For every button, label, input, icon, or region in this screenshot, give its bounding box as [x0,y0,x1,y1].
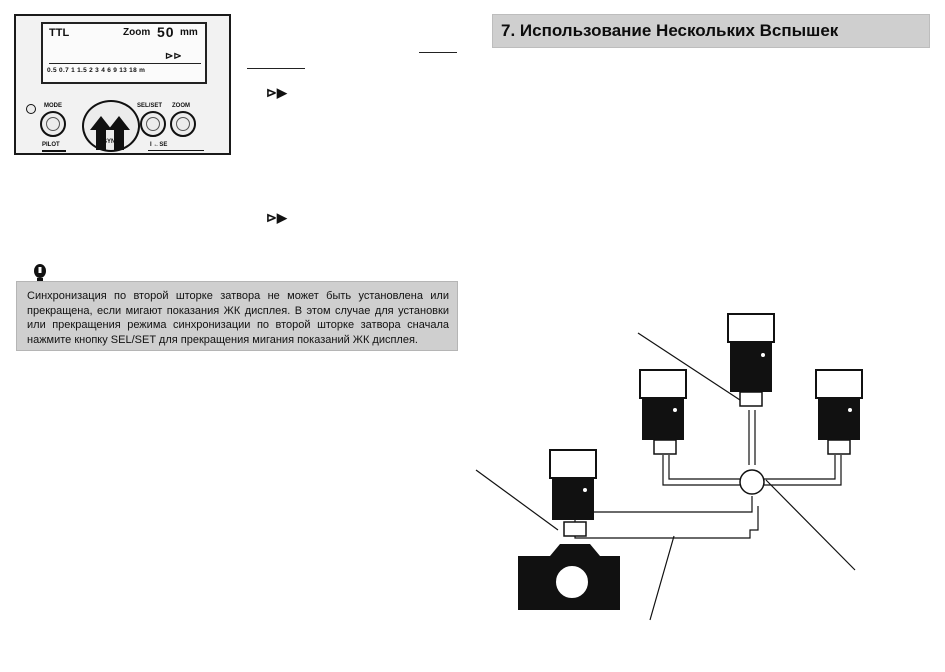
press-arrows-icon [90,116,130,150]
rear-curtain-sync-arrows-icon: ⊳⊳ [165,51,182,62]
power-switch-label: I ←SE [150,142,168,148]
leader-line [637,332,741,401]
mode-button[interactable] [40,111,66,137]
warning-text: Синхронизация по второй шторке затвора н… [27,290,449,346]
selset-button[interactable] [140,111,166,137]
leader-line [765,479,856,571]
flash-unit-icon [639,369,687,455]
lcd-mode-indicator: TTL [49,27,70,39]
sync-button-label: SYNC [103,139,120,145]
mode-button-label: MODE [44,103,62,109]
lcd-divider [49,63,201,64]
pilot-underline [42,150,66,152]
leader-line [419,52,457,53]
rear-curtain-sync-arrows-icon: ⊳▶ [266,210,287,225]
rear-curtain-sync-arrows-icon: ⊳▶ [266,85,287,100]
camera-icon [518,544,620,610]
leader-line [475,469,559,531]
lcd-zoom-label: Zoom [123,27,151,38]
sync-button-ring[interactable] [82,100,140,152]
exclamation-icon [34,264,46,282]
flash-unit-icon [549,449,597,537]
selset-button-label: SEL/SET [137,103,163,109]
section-heading-bar: 7. Использование Нескольких Вспышек [492,14,930,48]
lcd-display: TTL Zoom 50 mm ⊳⊳ 0.5 0.7 1 1.5 2 3 4 6 … [41,22,207,84]
power-switch-line [148,150,204,151]
leader-line [649,535,675,621]
pilot-lamp-icon [26,104,36,114]
multi-connector-icon [739,469,765,495]
multi-flash-diagram [475,313,863,621]
flash-unit-icon [815,369,863,455]
warning-note: Синхронизация по второй шторке затвора н… [16,281,458,351]
lcd-zoom-unit: mm [180,27,198,38]
flash-control-panel: TTL Zoom 50 mm ⊳⊳ 0.5 0.7 1 1.5 2 3 4 6 … [14,14,231,155]
pilot-button-label: PILOT [42,142,60,148]
lcd-zoom-value: 50 [157,24,175,40]
leader-line [247,68,305,69]
zoom-button[interactable] [170,111,196,137]
section-heading: 7. Использование Нескольких Вспышек [501,21,839,40]
lcd-distance-scale: 0.5 0.7 1 1.5 2 3 4 6 9 13 18 m [47,67,146,74]
zoom-button-label: ZOOM [172,103,190,109]
flash-unit-icon [727,313,775,407]
